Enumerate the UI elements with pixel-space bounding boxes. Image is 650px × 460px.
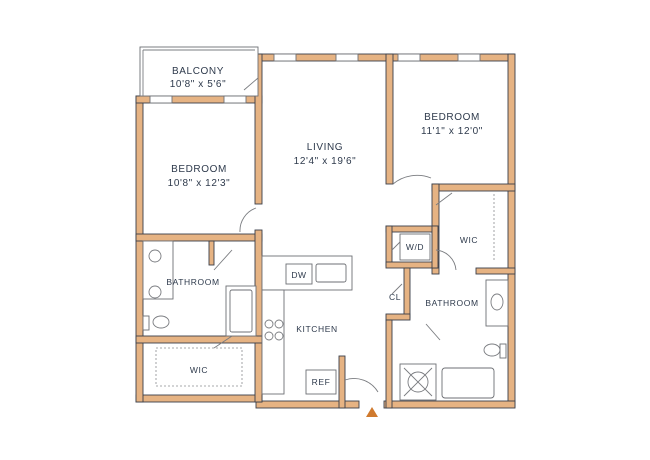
bedroom-right-label: BEDROOM — [424, 112, 480, 123]
bedroom-left-dimensions: 10'8" x 12'3" — [168, 178, 231, 189]
entry-marker-icon — [366, 407, 378, 417]
living-label: LIVING — [307, 142, 343, 153]
balcony-label: BALCONY — [172, 66, 224, 77]
bedroom-right-dimensions: 11'1" x 12'0" — [421, 126, 483, 137]
closet-label: CL — [389, 292, 401, 302]
refrigerator-label: REF — [312, 377, 331, 387]
washer-dryer-label: W/D — [406, 242, 424, 252]
balcony-dimensions: 10'8" x 5'6" — [170, 79, 226, 90]
wic-left-label: WIC — [190, 365, 208, 375]
bathroom-right-label: BATHROOM — [425, 298, 478, 308]
bedroom-left-label: BEDROOM — [171, 164, 227, 175]
right-bath-fixtures — [399, 279, 509, 401]
dishwasher-label: DW — [291, 270, 306, 280]
bathroom-left-label: BATHROOM — [166, 277, 219, 287]
walls — [135, 53, 516, 409]
doors — [213, 77, 457, 393]
left-wic-shelving — [155, 347, 243, 387]
laundry — [399, 233, 431, 261]
wic-right-label: WIC — [460, 235, 478, 245]
balcony-outline — [139, 46, 259, 97]
kitchen-label: KITCHEN — [296, 324, 338, 334]
windows — [149, 53, 481, 104]
left-bath-fixtures — [142, 240, 257, 337]
kitchen-fixtures — [261, 255, 353, 395]
living-dimensions: 12'4" x 19'6" — [294, 156, 357, 167]
